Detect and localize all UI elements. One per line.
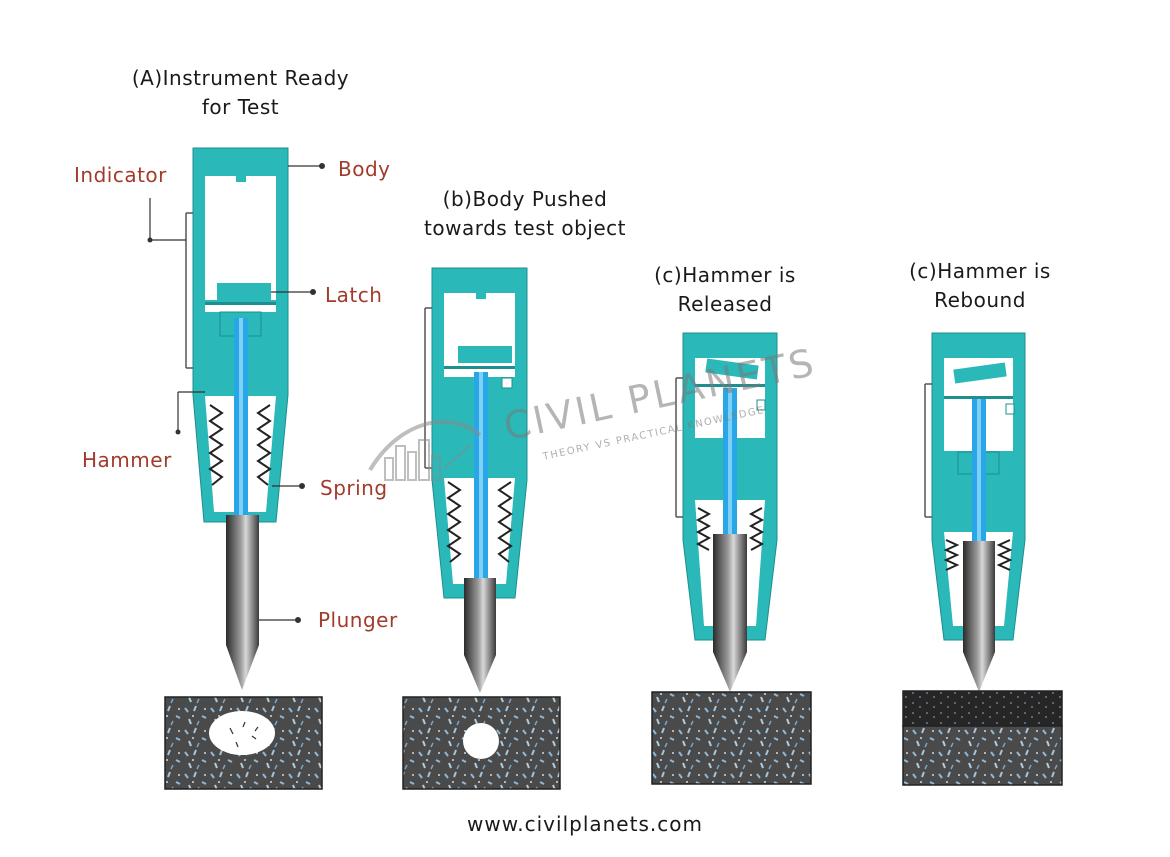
- instrument-a-latch: [217, 283, 271, 300]
- title-b-line2: towards test object: [424, 216, 626, 240]
- concrete-block-c: [651, 691, 812, 785]
- label-spring: Spring: [320, 476, 388, 500]
- watermark-logo: [368, 419, 482, 481]
- footer-url[interactable]: www.civilplanets.com: [467, 812, 703, 836]
- label-latch: Latch: [325, 283, 383, 307]
- label-hammer: Hammer: [82, 448, 172, 472]
- instrument-b-spring-left: [446, 481, 462, 563]
- instrument-d: [931, 332, 1026, 692]
- instrument-b-spring-right: [497, 481, 513, 563]
- title-d-line2: Rebound: [934, 288, 1026, 312]
- instrument-b-plunger: [464, 578, 496, 693]
- title-a: (A)Instrument Ready for Test: [108, 64, 373, 122]
- instrument-c-plunger: [713, 534, 747, 692]
- title-d: (c)Hammer is Rebound: [880, 257, 1080, 315]
- title-b: (b)Body Pushed towards test object: [390, 185, 660, 243]
- concrete-block-d: [902, 725, 1063, 786]
- title-a-line2: for Test: [201, 95, 280, 119]
- concrete-block-d-top: [902, 690, 1063, 727]
- impact-zone-a: [209, 711, 275, 755]
- instrument-a-spring-left: [208, 404, 224, 486]
- instrument-d-spring-right: [996, 539, 1013, 571]
- instrument-b-latch: [458, 346, 512, 363]
- label-indicator: Indicator: [74, 163, 167, 187]
- label-body: Body: [338, 157, 391, 181]
- instrument-d-spring-left: [943, 539, 960, 571]
- title-a-line1: (A)Instrument Ready: [131, 66, 350, 90]
- title-d-line1: (c)Hammer is: [909, 259, 1051, 283]
- impact-zone-b: [463, 723, 499, 759]
- instrument-a-spring-right: [256, 404, 272, 486]
- instrument-a: [192, 147, 289, 690]
- instrument-b: [431, 267, 528, 693]
- instrument-c: [682, 332, 778, 692]
- title-b-line1: (b)Body Pushed: [442, 187, 608, 211]
- label-plunger: Plunger: [318, 608, 398, 632]
- instrument-c-spring-left: [695, 507, 712, 551]
- title-c: (c)Hammer is Released: [625, 261, 825, 319]
- instrument-d-plunger: [963, 541, 995, 692]
- instrument-a-plunger: [226, 515, 259, 690]
- instrument-c-spring-right: [748, 507, 765, 551]
- title-c-line2: Released: [677, 292, 773, 316]
- title-c-line1: (c)Hammer is: [654, 263, 796, 287]
